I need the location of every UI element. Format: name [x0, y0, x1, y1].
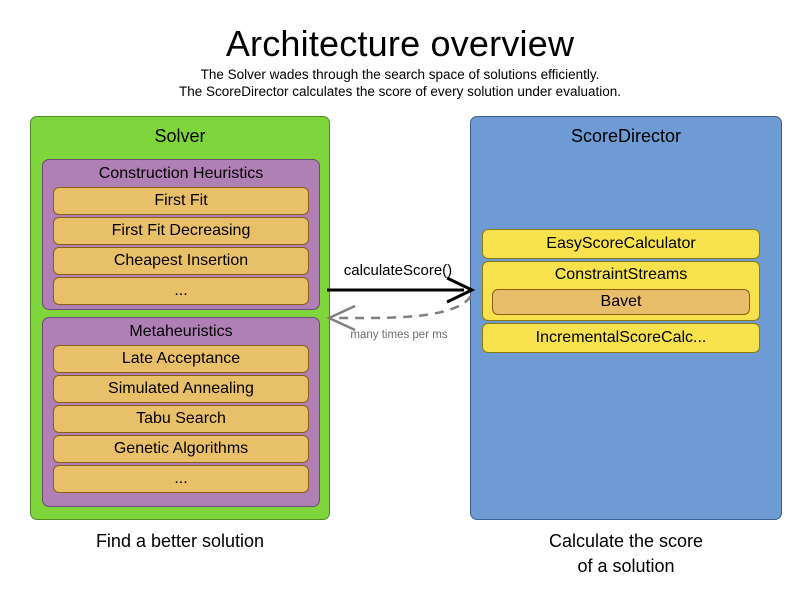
connector-arrows-svg: [326, 276, 476, 332]
easy-score-calculator-box: EasyScoreCalculator: [482, 229, 760, 259]
list-item: First Fit Decreasing: [53, 217, 309, 245]
incremental-score-calculator-label: IncrementalScoreCalc...: [535, 329, 707, 346]
metaheuristics-item-list: Late Acceptance Simulated Annealing Tabu…: [43, 344, 319, 493]
group-construction-heuristics: Construction Heuristics First Fit First …: [42, 159, 320, 310]
list-item: Tabu Search: [53, 405, 309, 433]
list-item: ...: [53, 465, 309, 493]
list-item: Cheapest Insertion: [53, 247, 309, 275]
many-times-per-ms-label: many times per ms: [350, 329, 448, 341]
incremental-score-calculator-box: IncrementalScoreCalc...: [482, 323, 760, 353]
score-director-panel-title: ScoreDirector: [570, 126, 682, 146]
score-director-caption: Calculate the score of a solution: [470, 529, 782, 579]
page-title: Architecture overview: [225, 23, 575, 64]
calculate-score-arrow-icon: [327, 276, 476, 304]
bavet-box: Bavet: [492, 289, 750, 315]
page-subtitle-line-2: The ScoreDirector calculates the score o…: [179, 84, 621, 99]
solver-panel-title: Solver: [154, 126, 206, 146]
construction-heuristics-item-list: First Fit First Fit Decreasing Cheapest …: [43, 186, 319, 305]
list-item: ...: [53, 277, 309, 305]
easy-score-calculator-label: EasyScoreCalculator: [546, 235, 696, 252]
score-director-caption-line-1: Calculate the score: [548, 531, 704, 551]
group-construction-heuristics-title: Construction Heuristics: [98, 165, 264, 182]
list-item: Genetic Algorithms: [53, 435, 309, 463]
list-item: First Fit: [53, 187, 309, 215]
constraint-streams-box: ConstraintStreams Bavet: [482, 261, 760, 321]
list-item: Simulated Annealing: [53, 375, 309, 403]
connector-group: calculateScore() many times per ms: [325, 262, 480, 357]
solver-panel: Solver Construction Heuristics First Fit…: [30, 116, 330, 520]
solver-caption: Find a better solution: [95, 531, 265, 551]
page-header: Architecture overview The Solver wades t…: [0, 22, 800, 100]
list-item: Late Acceptance: [53, 345, 309, 373]
score-director-caption-line-2: of a solution: [577, 556, 675, 576]
group-metaheuristics-title: Metaheuristics: [129, 323, 233, 340]
page-subtitle-line-1: The Solver wades through the search spac…: [200, 67, 600, 82]
score-director-panel: ScoreDirector EasyScoreCalculator Constr…: [470, 116, 782, 520]
group-metaheuristics: Metaheuristics Late Acceptance Simulated…: [42, 317, 320, 507]
many-times-per-ms-arrow-icon: [326, 295, 473, 332]
constraint-streams-label: ConstraintStreams: [554, 266, 688, 283]
calculate-score-arrow-label: calculateScore(): [343, 262, 453, 279]
